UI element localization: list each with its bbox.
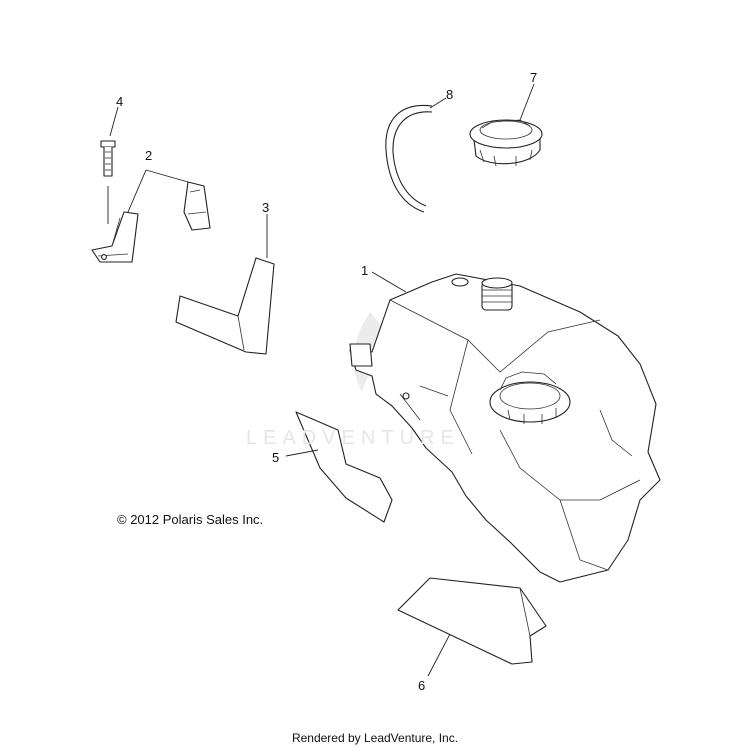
part-5-pad bbox=[295, 411, 393, 523]
callout-3: 3 bbox=[262, 200, 270, 215]
part-7-fuel-cap bbox=[469, 119, 543, 167]
callout-5: 5 bbox=[272, 450, 280, 465]
callout-1: 1 bbox=[361, 263, 369, 278]
part-3-pad bbox=[175, 257, 275, 355]
callout-2: 2 bbox=[145, 148, 153, 163]
part-6-bottom-pad bbox=[397, 577, 547, 665]
callout-8: 8 bbox=[446, 87, 454, 102]
watermark-text: LEADVENTURE bbox=[246, 427, 460, 449]
part-1-fuel-tank bbox=[349, 273, 661, 583]
render-credit: Rendered by LeadVenture, Inc. bbox=[291, 731, 459, 745]
copyright-notice: © 2012 Polaris Sales Inc. bbox=[117, 512, 264, 527]
fuel-tank-body bbox=[349, 273, 661, 583]
callout-4: 4 bbox=[116, 94, 124, 109]
part-4-bolt bbox=[100, 140, 116, 224]
fuel-tank-pump-ring bbox=[489, 381, 571, 423]
part-8-vent-hose bbox=[385, 104, 433, 213]
callout-leader-lines bbox=[109, 83, 535, 677]
callout-6: 6 bbox=[418, 678, 426, 693]
part-2-left-clamp bbox=[91, 211, 139, 263]
part-2-right-clamp bbox=[183, 181, 211, 231]
callout-7: 7 bbox=[530, 70, 538, 85]
